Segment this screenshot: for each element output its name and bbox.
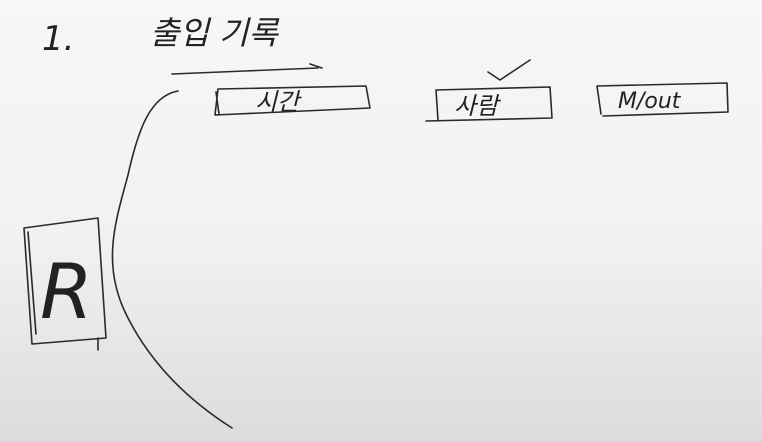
side-box: R	[23, 217, 107, 351]
box-person-outline	[425, 86, 553, 122]
box-time-outline	[214, 85, 371, 116]
box-time-label: 시간	[255, 88, 302, 116]
checkmark-icon	[487, 59, 531, 81]
title-underline	[171, 63, 323, 75]
box-mout-outline	[596, 82, 729, 117]
side-box-letter: R	[40, 247, 93, 336]
box-mout: M/out	[596, 82, 729, 117]
brace-curve	[111, 90, 233, 429]
box-person-label: 사람	[454, 92, 501, 120]
heading-number: 1.	[42, 19, 74, 59]
side-box-outline	[23, 217, 107, 351]
box-person: 사람	[425, 86, 553, 122]
box-time: 시간	[214, 85, 371, 116]
heading-title: 출입 기록	[150, 14, 279, 52]
box-mout-label: M/out	[618, 89, 682, 114]
